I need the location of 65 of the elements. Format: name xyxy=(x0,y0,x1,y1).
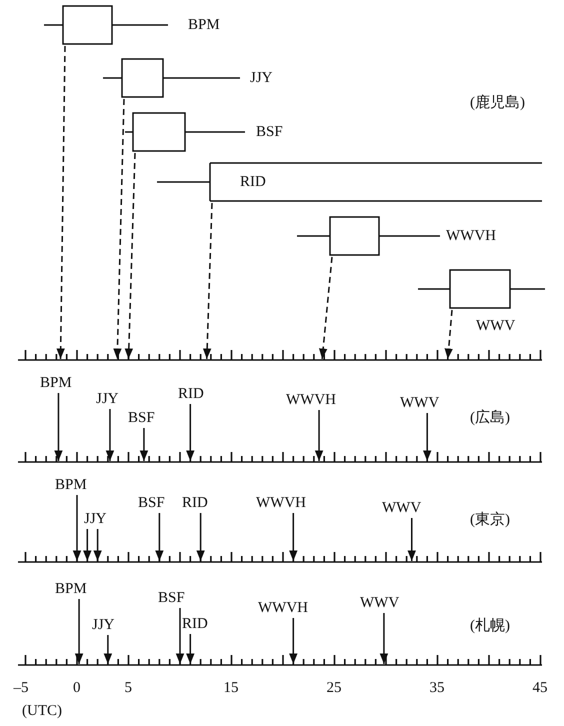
tick-label: 45 xyxy=(532,680,548,697)
arrow xyxy=(93,529,102,561)
time-axis xyxy=(17,451,543,463)
station-label: RID xyxy=(182,616,208,633)
place-label: (広島) xyxy=(470,410,510,427)
time-axis xyxy=(17,551,543,563)
time-axis xyxy=(17,349,543,361)
arrow xyxy=(104,635,112,664)
place-label: (札幌) xyxy=(470,618,510,635)
station-label: JJY xyxy=(84,511,107,528)
tick-label: –5 xyxy=(14,680,28,697)
place-label: (鹿児島) xyxy=(470,95,525,112)
station-label: BSF xyxy=(128,410,155,427)
axis-unit-label: (UTC) xyxy=(22,703,62,720)
arrow xyxy=(289,513,298,561)
station-label: JJY xyxy=(250,70,273,87)
tick-label: 5 xyxy=(124,680,132,697)
tick-label: 15 xyxy=(224,680,238,697)
arrow xyxy=(113,98,125,360)
time-axis xyxy=(17,654,543,666)
arrow xyxy=(140,428,148,461)
station-label: BPM xyxy=(188,17,220,34)
arrow xyxy=(202,202,213,360)
arrow xyxy=(186,634,194,664)
arrow xyxy=(186,404,194,461)
arrow xyxy=(54,393,63,461)
station-label: WWVH xyxy=(446,228,496,245)
station-label: JJY xyxy=(92,617,115,634)
station-label: WWV xyxy=(400,395,440,412)
station-label: BPM xyxy=(55,477,87,494)
arrow xyxy=(106,409,114,461)
arrow xyxy=(83,529,92,561)
arrow xyxy=(423,413,432,461)
arrow xyxy=(196,513,205,561)
arrow xyxy=(74,599,84,664)
station-label: BPM xyxy=(55,581,87,598)
station-label: RID xyxy=(178,386,204,403)
station-label: BSF xyxy=(138,495,165,512)
tick-label: 0 xyxy=(73,680,80,697)
arrow xyxy=(408,518,416,561)
station-label: WWV xyxy=(382,500,422,517)
station-label: RID xyxy=(182,495,208,512)
station-label: BSF xyxy=(256,124,283,141)
station-label: BSF xyxy=(158,590,185,607)
arrow xyxy=(155,513,164,561)
arrow xyxy=(289,618,298,664)
station-label: RID xyxy=(240,174,266,191)
station-label: WWVH xyxy=(286,392,336,409)
arrow xyxy=(176,608,184,664)
station-label: WWV xyxy=(476,318,516,335)
station-label: BPM xyxy=(40,375,72,392)
arrow xyxy=(56,46,66,360)
arrow xyxy=(318,256,333,360)
station-label: JJY xyxy=(96,391,119,408)
station-label: WWV xyxy=(360,595,400,612)
arrow xyxy=(72,495,82,561)
station-label: WWVH xyxy=(256,495,306,512)
tick-label: 35 xyxy=(430,680,444,697)
arrow xyxy=(444,310,453,360)
place-label: (東京) xyxy=(470,512,510,529)
arrow xyxy=(380,613,388,664)
station-label: WWVH xyxy=(258,600,308,617)
arrow xyxy=(124,152,136,360)
tick-label: 25 xyxy=(326,680,342,697)
arrow xyxy=(314,410,324,461)
